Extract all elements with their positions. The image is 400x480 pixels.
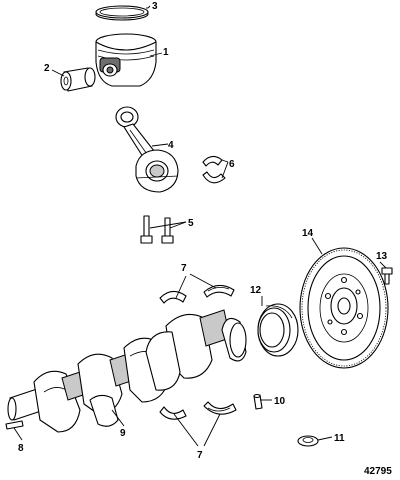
piston-pin bbox=[60, 67, 96, 92]
rod-bearings bbox=[202, 155, 226, 184]
callout-14: 14 bbox=[302, 228, 314, 239]
main-bearings-lower bbox=[159, 401, 237, 420]
piston bbox=[95, 33, 157, 87]
callout-13: 13 bbox=[376, 251, 388, 262]
rear-main-seal bbox=[257, 303, 299, 357]
callouts: 3 1 2 4 6 5 7 8 9 10 11 12 13 14 7 bbox=[18, 1, 388, 461]
callout-10: 10 bbox=[274, 396, 286, 407]
reference-number: 42795 bbox=[364, 466, 392, 477]
callout-8: 8 bbox=[18, 443, 24, 454]
rod-bolts bbox=[140, 215, 174, 244]
callout-7-upper: 7 bbox=[181, 263, 187, 274]
crankshaft bbox=[7, 309, 247, 433]
callout-7-lower: 7 bbox=[197, 450, 203, 461]
dowel-pin bbox=[5, 420, 24, 430]
washer bbox=[297, 435, 319, 447]
callout-11: 11 bbox=[334, 433, 345, 444]
leader-lines bbox=[13, 5, 387, 447]
callout-12: 12 bbox=[250, 285, 262, 296]
callout-1: 1 bbox=[163, 47, 169, 58]
callout-3: 3 bbox=[152, 1, 158, 12]
main-bearings-upper bbox=[159, 284, 235, 304]
flywheel-bolt bbox=[381, 267, 393, 285]
callout-9: 9 bbox=[120, 428, 126, 439]
piston-rings bbox=[95, 5, 149, 21]
callout-5: 5 bbox=[188, 218, 194, 229]
alignment-dowel bbox=[253, 393, 263, 410]
callout-2: 2 bbox=[44, 63, 50, 74]
callout-6: 6 bbox=[229, 159, 235, 170]
connecting-rod bbox=[115, 106, 179, 193]
callout-4: 4 bbox=[168, 140, 174, 151]
flywheel bbox=[299, 247, 389, 369]
